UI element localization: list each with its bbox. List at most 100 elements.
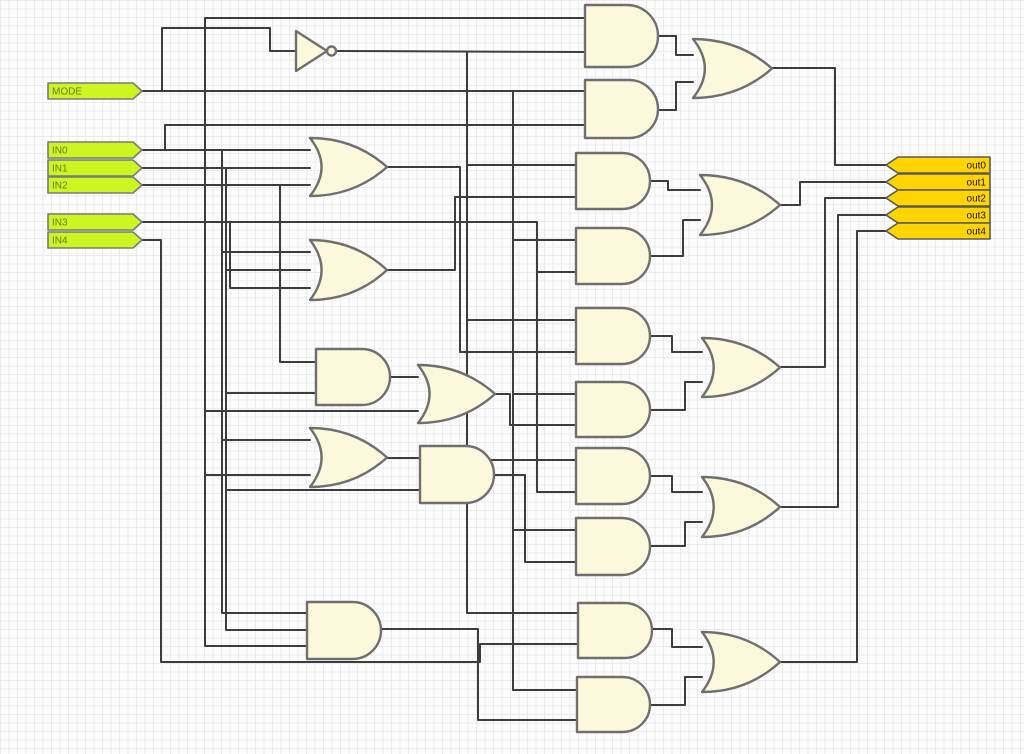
wire-c2-or[interactable] <box>649 381 703 411</box>
or-gate-orB[interactable] <box>698 173 782 237</box>
and-gate-body <box>574 151 652 211</box>
input-pin-shape <box>47 176 143 194</box>
wire-to-out0[interactable] <box>771 67 900 166</box>
or-gate-body <box>308 426 389 489</box>
input-pin-label: IN2 <box>52 181 68 192</box>
or-gate-body <box>700 336 782 399</box>
or-gate-orC[interactable] <box>700 336 782 399</box>
output-pin-label: out4 <box>967 227 987 238</box>
wire-in3-orl2[interactable] <box>229 221 311 289</box>
and-gate-b1[interactable] <box>574 151 652 211</box>
wire-to-out1[interactable] <box>779 181 900 206</box>
and-gate-e1[interactable] <box>576 601 654 660</box>
or-gate-orE[interactable] <box>700 630 782 694</box>
input-pin-label: IN3 <box>52 218 68 229</box>
or-gate-body <box>308 136 389 198</box>
wire-to-out4[interactable] <box>779 230 900 663</box>
input-pin-mode[interactable]: MODE <box>47 82 143 100</box>
input-pin-shape <box>47 231 143 249</box>
wire-to-out2[interactable] <box>779 197 900 368</box>
and-gate-c2[interactable] <box>574 380 652 439</box>
wire-v513[interactable] <box>512 90 578 691</box>
and-gate-m1[interactable] <box>314 347 392 407</box>
wire-d1-or[interactable] <box>649 475 703 493</box>
and-gate-d2[interactable] <box>574 516 652 577</box>
not-gate-triangle <box>294 29 329 73</box>
wire-mode-to-not[interactable] <box>161 27 297 92</box>
input-pin-in1[interactable]: IN1 <box>47 159 143 177</box>
wire-a1-or[interactable] <box>657 35 694 56</box>
wire-e1-or[interactable] <box>651 628 703 648</box>
wire-v205[interactable] <box>204 17 308 647</box>
wire-v467[interactable] <box>466 51 579 614</box>
wire-a2-or[interactable] <box>657 81 694 111</box>
input-pin-shape <box>47 159 143 177</box>
output-pin-out3[interactable]: out3 <box>885 206 991 224</box>
output-pin-shape <box>885 222 991 240</box>
wire-in3-trunk[interactable] <box>141 221 577 493</box>
and-gate-a2[interactable] <box>583 78 660 140</box>
or-gate-orM1[interactable] <box>416 363 497 425</box>
wire-in4-trunk[interactable] <box>141 239 579 663</box>
and-gate-body <box>583 3 660 69</box>
and-gate-body <box>574 380 652 439</box>
or-gate-body <box>700 475 782 539</box>
wire-not-out[interactable] <box>335 50 586 53</box>
wire-orl2-out[interactable] <box>386 196 577 271</box>
output-pin-label: out1 <box>967 178 987 189</box>
wire-m2-out[interactable] <box>493 474 577 563</box>
wire-orl1-out[interactable] <box>386 166 577 353</box>
and-gate-body <box>314 347 392 407</box>
or-gate-body <box>308 238 389 302</box>
and-gate-b2[interactable] <box>574 226 652 286</box>
input-pin-in4[interactable]: IN4 <box>47 231 143 249</box>
wire-b2-or[interactable] <box>649 219 701 257</box>
or-gate-orL1[interactable] <box>308 136 389 198</box>
input-pin-shape <box>47 213 143 231</box>
not-gate-not1[interactable] <box>294 29 338 73</box>
and-gate-body <box>574 226 652 286</box>
wire-d2-or[interactable] <box>649 521 703 547</box>
or-gate-orD[interactable] <box>700 475 782 539</box>
wire-orm1-out[interactable] <box>494 393 577 426</box>
or-gate-body <box>698 173 782 237</box>
output-pin-label: out0 <box>967 161 987 172</box>
wire-v226[interactable] <box>225 167 308 631</box>
not-gate-bubble <box>325 45 338 57</box>
and-gate-body <box>576 601 654 660</box>
wire-in0-up[interactable] <box>164 124 586 151</box>
and-gate-a1[interactable] <box>583 3 660 69</box>
and-gate-m2[interactable] <box>418 444 496 505</box>
wire-e2-or[interactable] <box>649 676 703 706</box>
input-pin-in0[interactable]: IN0 <box>47 141 143 159</box>
input-pin-shape <box>47 141 143 159</box>
and-gate-body <box>574 306 652 366</box>
and-gate-d1[interactable] <box>574 446 652 506</box>
wire-bl-out[interactable] <box>380 628 578 721</box>
output-pin-out4[interactable]: out4 <box>885 222 991 240</box>
or-gate-orA[interactable] <box>691 37 774 100</box>
and-gate-bl[interactable] <box>305 600 383 661</box>
or-gate-orL3[interactable] <box>308 426 389 489</box>
wire-c1-or[interactable] <box>649 335 703 353</box>
input-pin-in3[interactable]: IN3 <box>47 213 143 231</box>
or-gate-body <box>691 37 774 100</box>
wire-in2-branch[interactable] <box>279 184 317 363</box>
output-pin-out2[interactable]: out2 <box>885 189 991 207</box>
input-pin-label: MODE <box>52 87 82 98</box>
and-gate-c1[interactable] <box>574 306 652 366</box>
and-gate-body <box>575 675 652 734</box>
input-pin-in2[interactable]: IN2 <box>47 176 143 194</box>
output-pin-shape <box>885 156 991 174</box>
and-gate-body <box>418 444 496 505</box>
or-gate-orL2[interactable] <box>308 238 389 302</box>
and-gate-e2[interactable] <box>575 675 652 734</box>
output-pin-shape <box>885 189 991 207</box>
wire-v222[interactable] <box>221 149 308 614</box>
wire-to-out3[interactable] <box>779 214 900 508</box>
wire-b1-or[interactable] <box>649 180 701 191</box>
output-pin-out1[interactable]: out1 <box>885 173 991 191</box>
output-pin-out0[interactable]: out0 <box>885 156 991 174</box>
